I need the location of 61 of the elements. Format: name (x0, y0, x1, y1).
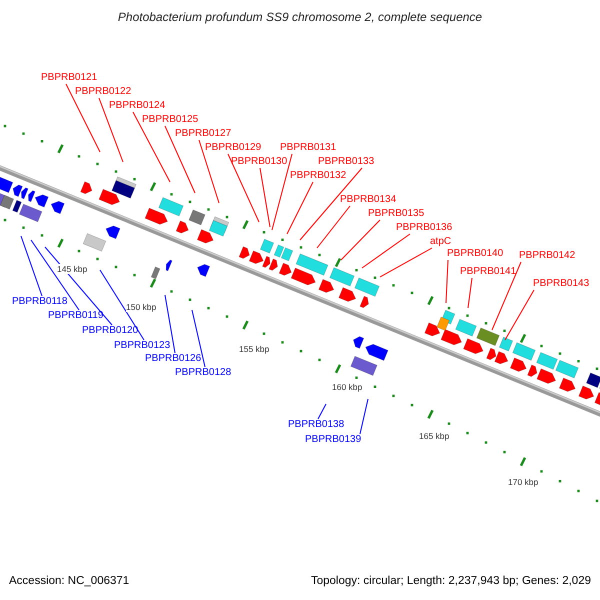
leader-line (380, 248, 432, 278)
scale-tick-label: 150 kbp (126, 302, 156, 312)
leader-line (360, 398, 368, 434)
gene-label: PBPRB0135 (368, 208, 424, 220)
leader-line (228, 154, 260, 222)
gene-label: PBPRB0123 (114, 340, 170, 352)
gene-label: PBPRB0119 (48, 310, 104, 322)
gene-label: PBPRB0136 (396, 222, 452, 234)
leader-line (44, 246, 112, 326)
gene-label: PBPRB0134 (340, 194, 396, 206)
leader-line (192, 310, 206, 368)
gene-label: PBPRB0138 (288, 419, 344, 431)
gene-label: PBPRB0140 (447, 248, 504, 260)
scale-tick-label: 165 kbp (419, 431, 450, 441)
gene-label: PBPRB0118 (12, 296, 68, 308)
title: Photobacterium profundum SS9 chromosome 2, complete sequence (116, 11, 484, 23)
leader-line (98, 98, 124, 162)
leader-line (66, 84, 100, 152)
gene-label: PBPRB0141 (460, 266, 516, 278)
leader-line (492, 262, 522, 330)
gene-label: PBPRB0142 (519, 250, 576, 262)
leader-line (340, 220, 380, 260)
gene-label: PBPRB0126 (145, 353, 202, 365)
leader-line (164, 294, 176, 354)
scale-tick-label: 145 kbp (57, 264, 88, 274)
gene-label: PBPRB0130 (231, 156, 288, 168)
scale-tick-label: 160 kbp (332, 382, 362, 392)
gene-label: PBPRB0122 (75, 86, 132, 98)
leader-line (100, 270, 144, 340)
leader-line (272, 154, 292, 230)
leader-line (198, 140, 220, 204)
leader-line (316, 206, 350, 248)
footer-text: Accession: NC_006371 (9, 575, 130, 587)
gene-label: PBPRB0129 (205, 142, 262, 154)
leader-line (446, 260, 448, 304)
gene-label: PBPRB0139 (305, 434, 362, 446)
leader-line (300, 168, 362, 240)
gene-label: atpC (430, 236, 452, 248)
scale-tick-label: 170 kbp (508, 477, 538, 487)
footer-text: Topology: circular; Length: 2,237,943 bp; Genes: 2,029 (310, 575, 591, 587)
gene-label: PBPRB0127 (175, 128, 232, 140)
gene-label: PBPRB0121 (41, 72, 98, 84)
leader-line (318, 404, 326, 420)
leader-line (286, 182, 314, 234)
gene-label: PBPRB0125 (142, 114, 198, 126)
leader-line (132, 112, 170, 182)
scale-tick-label: 155 kbp (239, 344, 270, 354)
leader-line (260, 168, 270, 228)
leader-line (30, 240, 80, 310)
gene-label: PBPRB0131 (280, 142, 336, 154)
leader-line (468, 278, 472, 308)
leader-line (20, 236, 42, 296)
gene-label: PBPRB0143 (533, 278, 590, 290)
gene-label: PBPRB0133 (318, 156, 374, 168)
gene-label: PBPRB0120 (82, 325, 138, 337)
gene-label: PBPRB0132 (290, 170, 346, 182)
gene-label: PBPRB0128 (175, 367, 232, 379)
leader-line (362, 234, 410, 268)
leader-line (504, 290, 534, 340)
leader-line (164, 126, 196, 194)
gene-label: PBPRB0124 (109, 100, 166, 112)
